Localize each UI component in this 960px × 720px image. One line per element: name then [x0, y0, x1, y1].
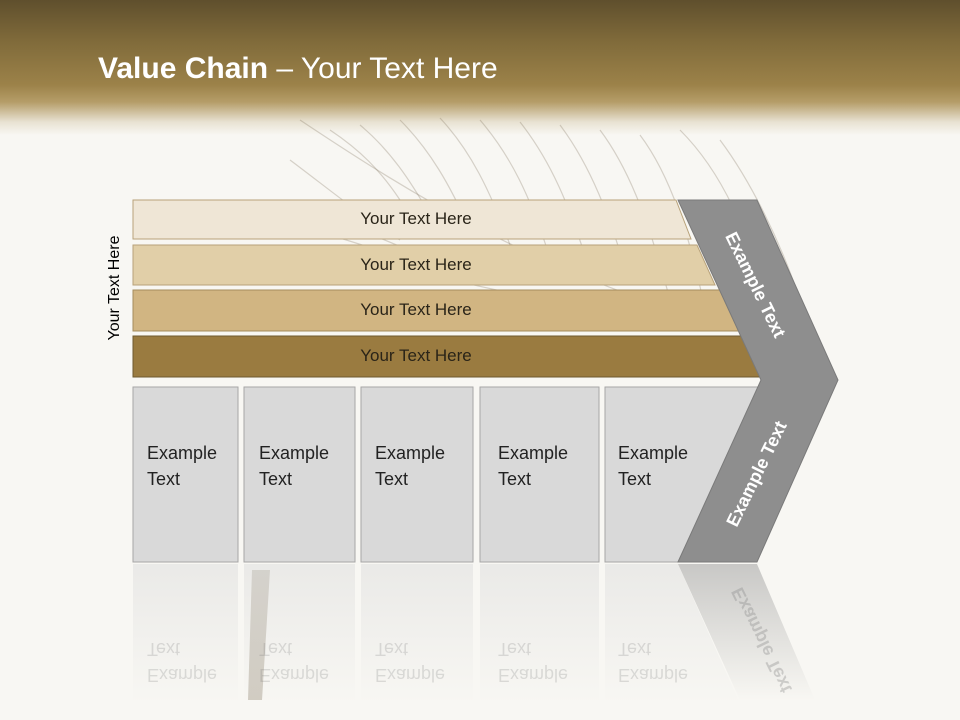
reflection-label-1: Example Text	[147, 639, 218, 685]
title-rest: – Your Text Here	[268, 52, 498, 85]
reflection-box-2	[244, 564, 355, 704]
activity-box-3-label: Example Text	[375, 443, 446, 489]
reflection-label-5: Example Text	[618, 639, 689, 685]
header-band	[0, 0, 960, 135]
title-bold: Value Chain	[98, 52, 269, 85]
reflection-chevron	[678, 564, 815, 700]
reflection-label-3: Example Text	[375, 639, 446, 685]
activity-box-5-label: Example Text	[618, 443, 689, 489]
activity-box-1-label: Example Text	[147, 443, 218, 489]
page-title: Value Chain – Your Text Here	[98, 52, 498, 86]
support-bar-1-label: Your Text Here	[360, 209, 472, 228]
support-bar-1	[132, 199, 692, 240]
activity-box-2	[243, 386, 356, 563]
reflection-box-3	[361, 564, 473, 704]
reflection-label-2: Example Text	[259, 639, 330, 685]
reflection-box-1	[133, 564, 238, 704]
reflection-box-5	[605, 564, 740, 704]
activity-box-4	[479, 386, 600, 563]
activity-box-1	[132, 386, 239, 563]
margin-chevron	[677, 199, 839, 563]
support-bar-4-label: Your Text Here	[360, 346, 472, 365]
reflection-label-4: Example Text	[498, 639, 569, 685]
activity-box-2-label: Example Text	[259, 443, 330, 489]
activity-box-4-label: Example Text	[498, 443, 569, 489]
support-bar-2-label: Your Text Here	[360, 255, 472, 274]
support-bar-3-label: Your Text Here	[360, 300, 472, 319]
reflection-box-4	[480, 564, 599, 704]
activity-box-3	[360, 386, 474, 563]
support-bar-2	[132, 244, 716, 286]
